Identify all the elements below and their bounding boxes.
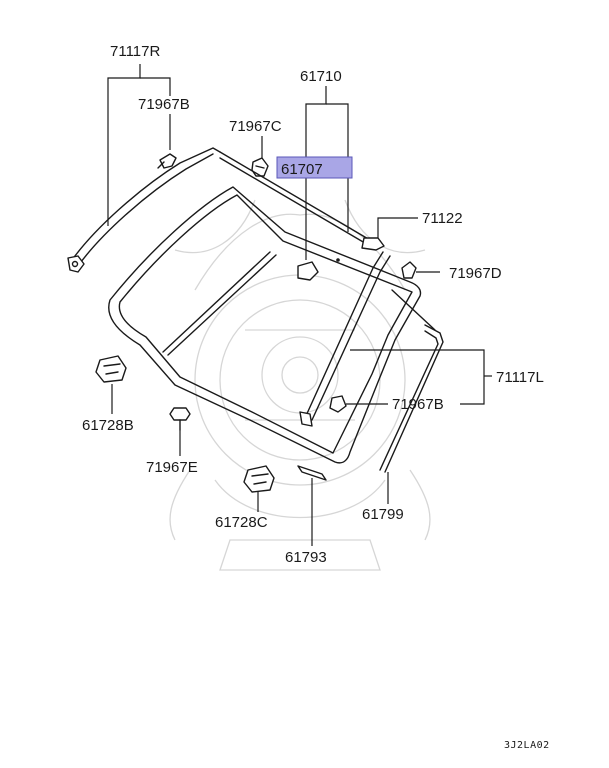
label-61710[interactable]: 61710	[300, 68, 342, 85]
seal-61799-part	[379, 289, 444, 473]
label-71967C[interactable]: 71967C	[229, 118, 282, 135]
leader-lines	[107, 64, 492, 546]
label-71967B-top[interactable]: 71967B	[138, 96, 190, 113]
spacer-61793-part	[297, 465, 327, 481]
clip-71967C-part	[251, 157, 269, 177]
clip-71967B-mid-part	[329, 395, 347, 413]
label-71122[interactable]: 71122	[422, 210, 463, 227]
fastener-71967E-part	[169, 407, 191, 431]
label-71967E[interactable]: 71967E	[146, 459, 198, 476]
highlight-61707-box	[276, 156, 353, 179]
bracket-61728C-part	[243, 465, 275, 493]
label-61728C[interactable]: 61728C	[215, 514, 268, 531]
label-71117L[interactable]: 71117L	[496, 369, 544, 386]
label-61707[interactable]: 61707	[281, 161, 323, 178]
label-61728B[interactable]: 61728B	[82, 417, 134, 434]
label-61799[interactable]: 61799	[362, 506, 404, 523]
clip-71967D-part	[401, 261, 417, 279]
moulding-71117R-part	[67, 147, 221, 273]
windshield-glass-part	[108, 186, 422, 464]
diagram-code: 3J2LA02	[504, 740, 550, 751]
sensor-61707-part	[297, 258, 340, 281]
bracket-61728B-part	[95, 355, 127, 383]
moulding-71117L-part	[299, 251, 391, 427]
label-71967D[interactable]: 71967D	[449, 265, 502, 282]
moulding-71122-part	[361, 237, 385, 251]
label-71967B-mid[interactable]: 71967B	[392, 396, 444, 413]
label-71117R[interactable]: 71117R	[110, 43, 160, 60]
watermark-emblem-icon	[169, 199, 431, 571]
clip-71967B-top-part	[157, 153, 177, 169]
label-61793[interactable]: 61793	[285, 549, 327, 566]
